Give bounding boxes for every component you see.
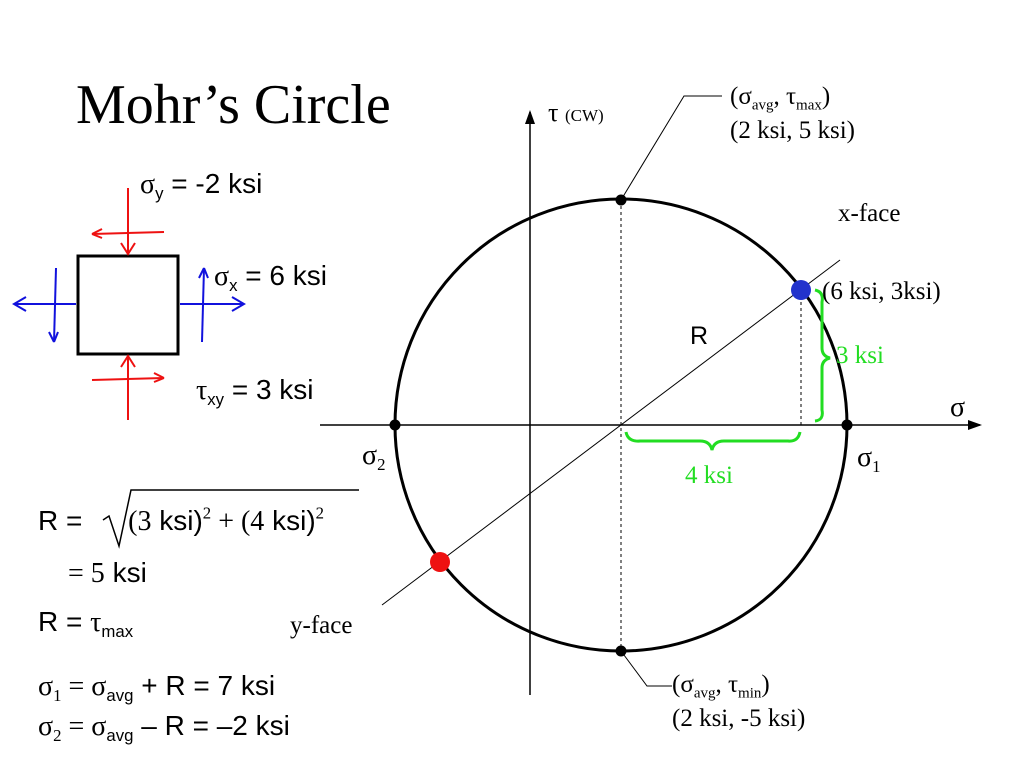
vertical-leg-label: 3 ksi — [836, 342, 884, 369]
top-point-label: (σavg, τmax) (2 ksi, 5 ksi) — [730, 83, 855, 144]
sigma2-equation: σ2 = σavg – R = –2 ksi — [38, 710, 290, 745]
axes — [320, 110, 982, 695]
stress-element — [12, 188, 246, 420]
bottom-leader-line — [620, 650, 672, 687]
x-face-label: x-face — [838, 200, 901, 227]
right-shear-arrow — [201, 267, 205, 343]
radical-sign — [102, 489, 359, 549]
bottom-point — [615, 645, 627, 657]
sigma2-label: σ2 — [362, 440, 386, 474]
tau-xy-label: τxy = 3 ksi — [196, 374, 314, 409]
element-square — [76, 254, 180, 356]
top-point — [615, 194, 627, 206]
sigma-x-label: σx = 6 ksi — [214, 260, 327, 295]
bottom-point-label: (σavg, τmin) (2 ksi, -5 ksi) — [672, 671, 806, 732]
vertical-leg-brace — [814, 288, 831, 423]
diameter-line — [381, 259, 841, 606]
sigma-y-label: σy = -2 ksi — [140, 168, 263, 203]
r-equation-line2: = 5 ksi — [68, 557, 147, 589]
horizontal-leg-label: 4 ksi — [685, 462, 733, 489]
horizontal-leg-brace — [624, 431, 802, 451]
r-equation-line1: R = (3 ksi)2 + (4 ksi)2 — [38, 503, 325, 537]
sigma1-label: σ1 — [857, 442, 881, 476]
r-tau-max-equation: R = τmax — [38, 606, 134, 641]
x-point-label: (6 ksi, 3ksi) — [822, 278, 941, 305]
sigma1-equation: σ1 = σavg + R = 7 ksi — [38, 670, 276, 705]
tau-axis-label: τ (CW) — [548, 98, 604, 127]
sigma2-point — [389, 419, 401, 431]
top-leader-line — [620, 95, 722, 201]
left-shear-arrow — [53, 267, 57, 343]
y-face-point — [430, 552, 450, 572]
sigma1-point — [841, 419, 853, 431]
y-face-label: y-face — [290, 612, 353, 639]
radius-label: R — [690, 322, 709, 350]
sigma-axis-label: σ — [950, 392, 966, 423]
x-face-point — [791, 280, 811, 300]
page-title: Mohr’s Circle — [76, 74, 391, 136]
